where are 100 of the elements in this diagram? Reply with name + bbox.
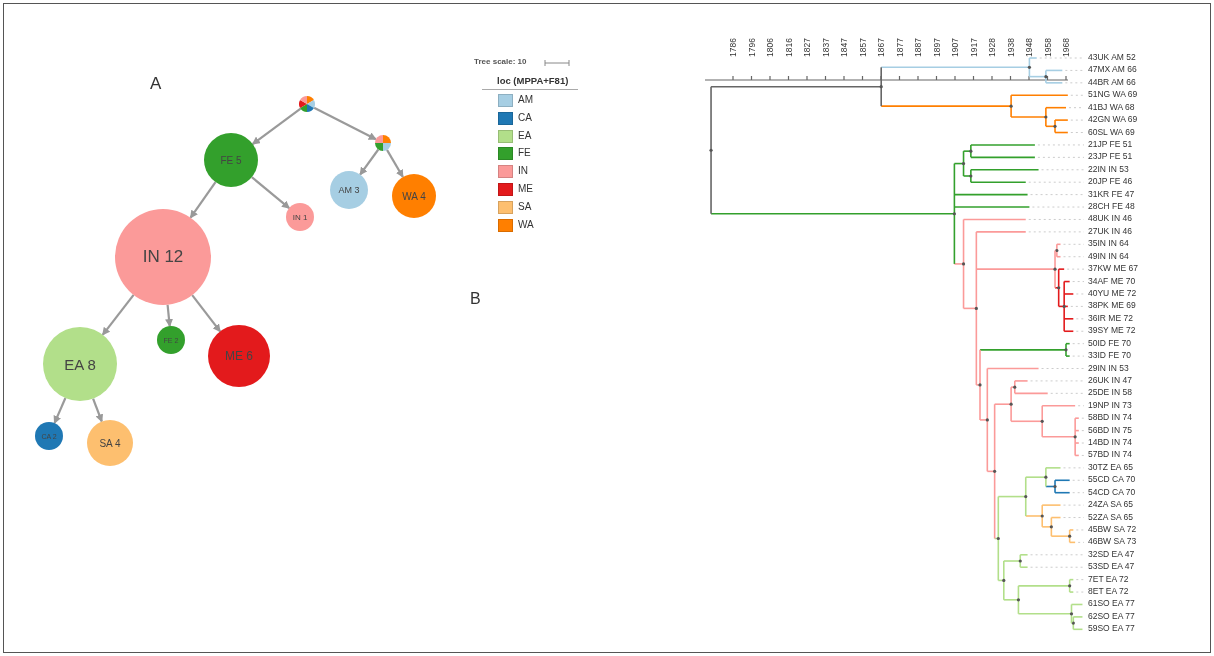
- axis-tick-label: 1958: [1042, 38, 1053, 57]
- arrow: [165, 304, 173, 328]
- tip-label: 46BW SA 73: [1088, 536, 1137, 548]
- location-circle: [392, 174, 436, 218]
- tip-label: 8ET EA 72: [1088, 586, 1129, 598]
- tip-label: 33ID FE 70: [1088, 350, 1131, 362]
- tip-label: 19NP IN 73: [1088, 399, 1132, 411]
- arrow: [251, 107, 302, 145]
- legend-title: loc (MPPA+F81): [497, 75, 569, 86]
- axis-tick-label: 1796: [746, 38, 757, 57]
- node-label: FE 5: [220, 154, 242, 166]
- axis-tick-label: 1867: [876, 38, 886, 57]
- tip-label: 58BD IN 74: [1088, 412, 1132, 424]
- tip-label: 44BR AM 66: [1088, 76, 1136, 88]
- axis-tick-label: 1827: [802, 38, 812, 57]
- tip-label: 60SL WA 69: [1088, 126, 1135, 138]
- panel-letter: A: [150, 74, 162, 94]
- tip-label: 24ZA SA 65: [1088, 499, 1133, 511]
- tip-label: 7ET EA 72: [1088, 573, 1129, 585]
- node-label: IN 12: [142, 247, 184, 267]
- location-circle: [286, 203, 314, 231]
- location-circle: [157, 326, 185, 354]
- arrow: [53, 397, 67, 424]
- tip-label: 43UK AM 52: [1088, 52, 1136, 63]
- axis-tick-label: 1847: [839, 38, 849, 57]
- axis-tick-label: 1907: [950, 38, 960, 57]
- tip-label: 35IN IN 64: [1088, 238, 1129, 250]
- legend-label: EA: [518, 128, 532, 143]
- tip-label: 39SY ME 72: [1088, 325, 1136, 337]
- pie-chart-circle: [299, 96, 315, 112]
- tip-label: 61SO EA 77: [1088, 598, 1135, 610]
- tip-label: 54CD CA 70: [1088, 486, 1136, 498]
- location-circle: [35, 422, 63, 450]
- tip-label: 27UK IN 46: [1088, 225, 1132, 237]
- tip-label: 45BW SA 72: [1088, 523, 1137, 535]
- axis-tick-label: 1917: [968, 38, 979, 57]
- axis-tick-label: 1968: [1061, 38, 1071, 57]
- tip-label: 49IN IN 64: [1088, 250, 1129, 262]
- arrow: [101, 294, 135, 336]
- tip-label: 34AF ME 70: [1088, 275, 1136, 287]
- tip-label: 55CD CA 70: [1088, 474, 1136, 486]
- axis-tick-label: 1948: [1024, 38, 1034, 57]
- tip-label: 21JP FE 51: [1088, 138, 1133, 150]
- panel-letter: B: [470, 290, 481, 308]
- axis-tick-label: 1938: [1005, 38, 1016, 57]
- axis-tick-label: 1786: [728, 38, 738, 57]
- node-label: WA 4: [402, 190, 426, 202]
- tip-label: 59SO EA 77: [1088, 623, 1135, 635]
- tip-label: 23JP FE 51: [1088, 151, 1133, 163]
- legend-label: WA: [518, 217, 534, 232]
- node-label: SA 4: [99, 437, 121, 449]
- scale-label: Tree scale: 10: [474, 57, 527, 66]
- tip-label: 36IR ME 72: [1088, 312, 1133, 324]
- axis-tick-label: 1897: [931, 38, 942, 57]
- tip-label: 30TZ EA 65: [1088, 461, 1133, 473]
- legend-label: ME: [518, 182, 533, 196]
- tip-label: 40YU ME 72: [1088, 287, 1137, 299]
- arrow: [359, 148, 380, 176]
- tip-label: 62SO EA 77: [1088, 610, 1135, 622]
- tip-label: 26UK IN 47: [1088, 374, 1132, 386]
- legend-label: IN: [518, 164, 528, 179]
- legend-label: AM: [518, 93, 533, 107]
- tip-label: 47MX AM 66: [1088, 64, 1137, 76]
- arrow: [92, 398, 104, 423]
- axis-tick-label: 1857: [857, 38, 868, 57]
- location-circle: [87, 420, 133, 466]
- pie-chart-circle: [375, 135, 391, 151]
- axis-tick-label: 1806: [765, 38, 775, 57]
- legend-label: CA: [518, 110, 532, 125]
- node-label: EA 8: [64, 355, 96, 373]
- tip-label: 14BD IN 74: [1088, 437, 1132, 448]
- tip-label: 20JP FE 46: [1088, 176, 1133, 188]
- node-label: ME 6: [225, 349, 253, 363]
- location-circle: [330, 171, 368, 209]
- tip-label: 57BD IN 74: [1088, 449, 1132, 461]
- arrow: [189, 181, 217, 219]
- legend-label: FE: [518, 146, 531, 161]
- arrow: [191, 294, 221, 333]
- tip-label: 31KR FE 47: [1088, 188, 1135, 200]
- tip-label: 28CH FE 48: [1088, 201, 1135, 213]
- arrow: [313, 106, 377, 141]
- node-label: IN 1: [292, 212, 308, 222]
- axis-tick-label: 1877: [894, 38, 905, 57]
- tip-label: 52ZA SA 65: [1088, 511, 1133, 523]
- tip-label: 42GN WA 69: [1088, 114, 1138, 126]
- legend-label: SA: [518, 199, 532, 214]
- tip-label: 25DE IN 58: [1088, 387, 1132, 399]
- axis-tick-label: 1837: [820, 38, 831, 57]
- tip-label: 41BJ WA 68: [1088, 101, 1135, 113]
- tip-label: 48UK IN 46: [1088, 213, 1132, 225]
- tip-label: 38PK ME 69: [1088, 300, 1136, 312]
- node-label: AM 3: [338, 185, 360, 195]
- tip-label: 37KW ME 67: [1088, 263, 1139, 275]
- axis-tick-label: 1816: [783, 38, 794, 57]
- arrow: [251, 176, 290, 209]
- arrow: [386, 149, 404, 178]
- axis-tick-label: 1887: [913, 38, 923, 57]
- tip-label: 29IN IN 53: [1088, 362, 1129, 374]
- tip-label: 32SD EA 47: [1088, 548, 1135, 560]
- tip-label: 22IN IN 53: [1088, 163, 1129, 175]
